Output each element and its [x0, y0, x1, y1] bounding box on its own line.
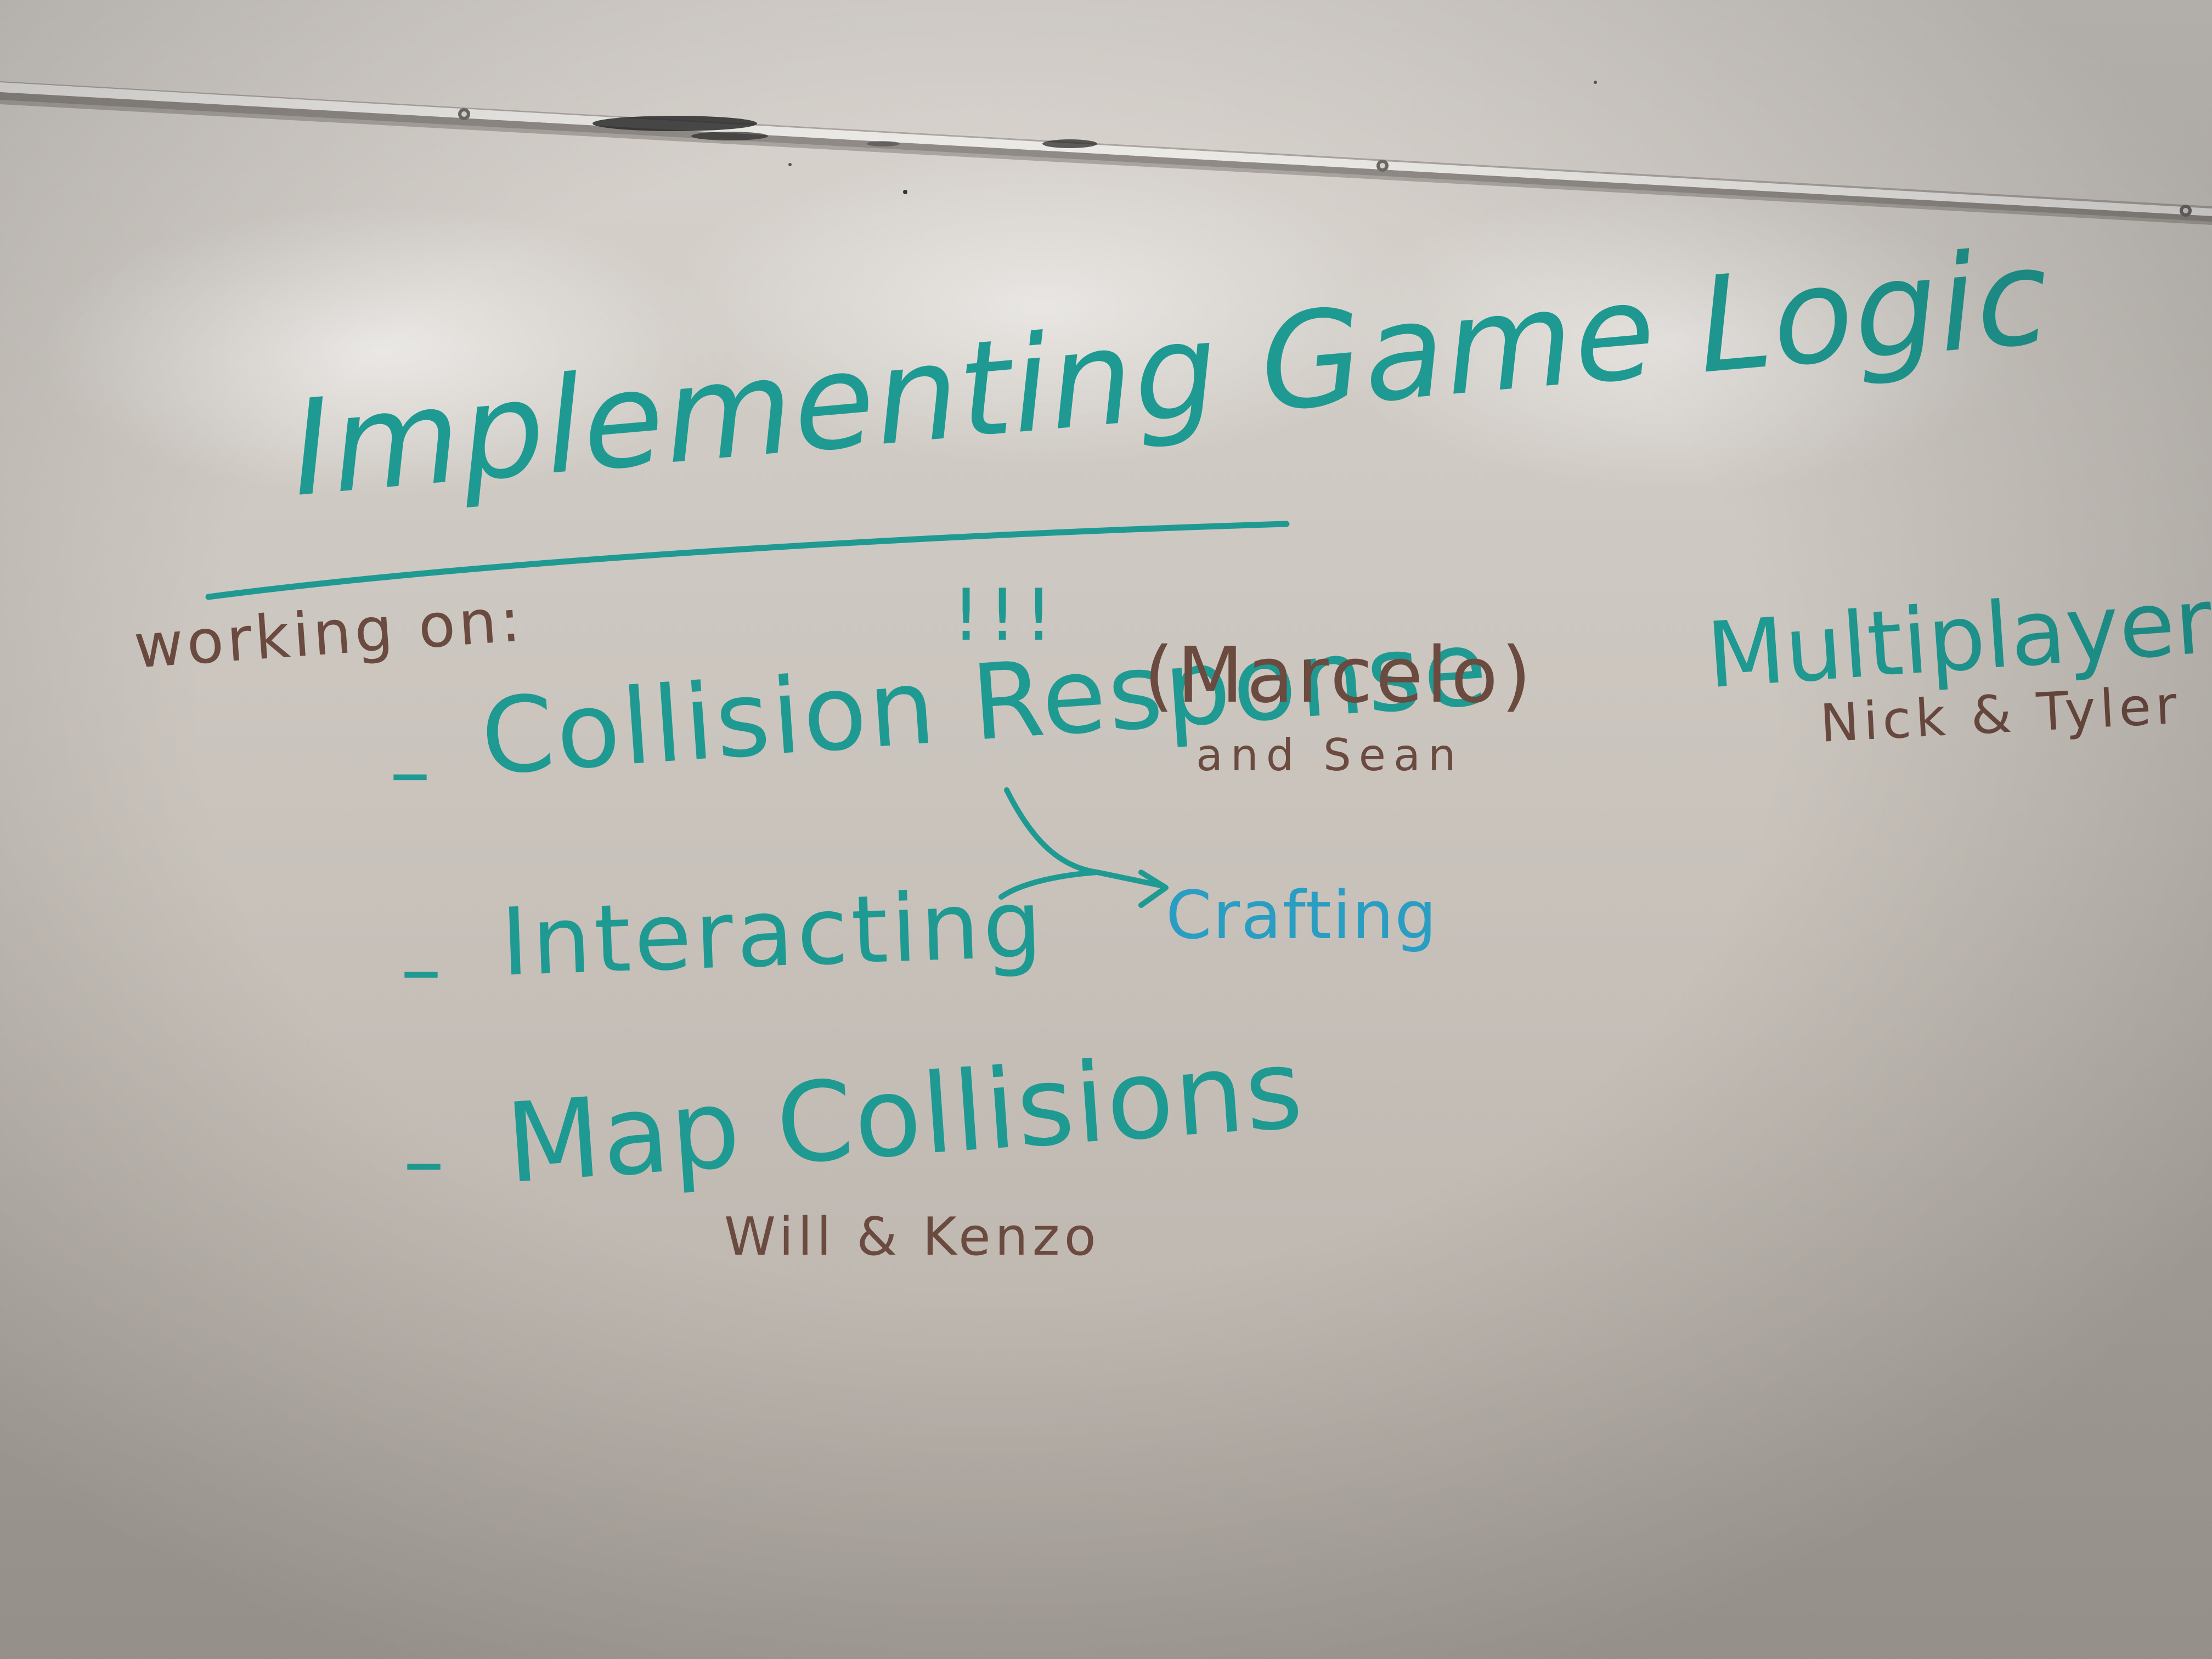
whiteboard-rail [0, 81, 2212, 225]
assignee-sean: and Sean [1196, 730, 1464, 781]
item-crafting: Crafting [1166, 878, 1438, 954]
item-bullet: – [390, 724, 434, 820]
arrowhead-icon [1138, 870, 1169, 908]
item-bullet: – [403, 1114, 448, 1209]
title-underline [205, 521, 1290, 600]
assignee-will-kenzo: Will & Kenzo [724, 1207, 1101, 1267]
exclamation-marks: !!! [952, 573, 1061, 657]
item-interacting: Interacting [499, 870, 1047, 997]
assignee-marcelo: (Marcelo) [1144, 631, 1534, 720]
item-bullet: – [400, 922, 445, 1017]
